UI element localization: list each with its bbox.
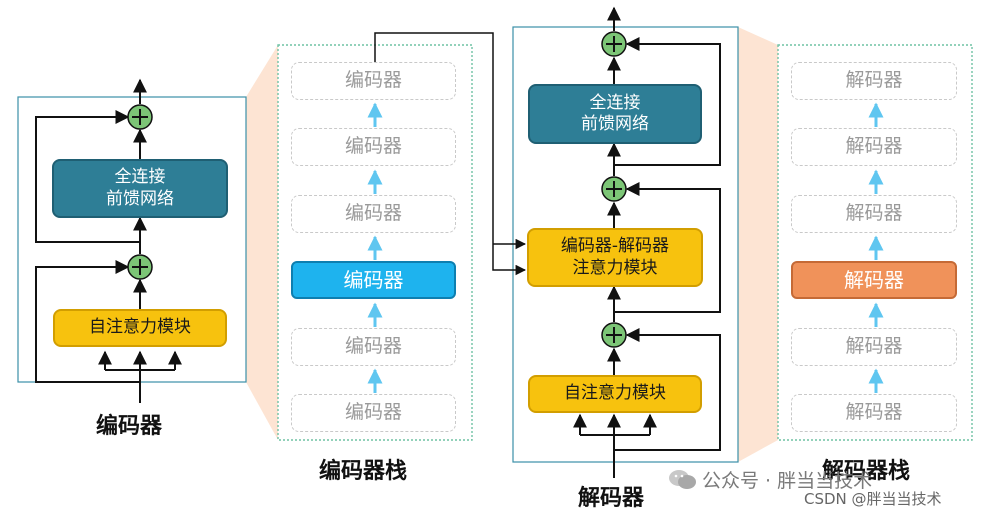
decoder-stack-block-4-label: 解码器 (845, 202, 903, 225)
encoder-block-caption: 编码器 (96, 414, 163, 439)
encoder-add-node-upper (127, 104, 153, 130)
encoder-stack-block-6-label: 编码器 (344, 69, 402, 92)
encoder-ffn-line-2: 前馈网络 (106, 188, 174, 209)
decoder-stack-block-1: 解码器 (791, 394, 957, 432)
encoder-ffn-node: 全连接 前馈网络 (52, 159, 228, 218)
decoder-ffn-line-2: 前馈网络 (581, 114, 649, 134)
decoder-stack-block-5-label: 解码器 (845, 135, 903, 158)
encoder-block-connectors (35, 78, 182, 403)
encoder-stack-block-1-label: 编码器 (344, 401, 402, 424)
encoder-add-node-lower (127, 254, 153, 280)
encoder-zoom-cone (246, 45, 278, 440)
encoder-stack-block-5: 编码器 (291, 128, 456, 166)
encoder-stack-block-4-label: 编码器 (344, 202, 402, 225)
decoder-stack-block-2: 解码器 (791, 328, 957, 366)
encoder-stack-caption: 编码器栈 (319, 459, 408, 484)
decoder-stack-block-3-label: 解码器 (844, 267, 904, 292)
encoder-stack-block-5-label: 编码器 (344, 135, 402, 158)
decoder-stack-block-highlighted: 解码器 (791, 261, 957, 299)
decoder-self-attention-node: 自注意力模块 (528, 375, 702, 413)
watermark-line-2: CSDN @胖当当技术 (804, 490, 942, 508)
encoder-stack-block-6: 编码器 (291, 62, 456, 100)
decoder-stack-block-6-label: 解码器 (845, 69, 903, 92)
decoder-self-attention-label: 自注意力模块 (564, 383, 666, 404)
decoder-add-node-lower (601, 322, 627, 348)
decoder-stack-caption: 解码器栈 (822, 459, 911, 484)
encoder-stack-block-highlighted: 编码器 (291, 261, 456, 299)
decoder-stack-block-4: 解码器 (791, 195, 957, 233)
watermark-line-1: 公众号 · 胖当当技术 (702, 470, 873, 492)
decoder-cross-attention-line-2: 注意力模块 (572, 257, 658, 278)
encoder-stack-block-4: 编码器 (291, 195, 456, 233)
encoder-stack-block-1: 编码器 (291, 394, 456, 432)
decoder-add-node-middle (601, 176, 627, 202)
decoder-cross-attention-line-1: 编码器-解码器 (560, 236, 670, 257)
decoder-add-node-upper (601, 31, 627, 57)
decoder-stack-block-1-label: 解码器 (845, 401, 903, 424)
decoder-stack-block-5: 解码器 (791, 128, 957, 166)
encoder-stack-block-2: 编码器 (291, 328, 456, 366)
decoder-zoom-cone (738, 27, 778, 462)
decoder-stack-block-2-label: 解码器 (845, 335, 903, 358)
encoder-stack-block-2-label: 编码器 (344, 335, 402, 358)
decoder-stack-block-6: 解码器 (791, 62, 957, 100)
encoder-self-attention-label: 自注意力模块 (89, 317, 191, 338)
decoder-cross-attention-node: 编码器-解码器 注意力模块 (527, 228, 703, 287)
encoder-self-attention-node: 自注意力模块 (53, 309, 227, 347)
decoder-ffn-node: 全连接 前馈网络 (528, 84, 702, 144)
decoder-ffn-line-1: 全连接 (589, 92, 641, 113)
encoder-ffn-line-1: 全连接 (114, 167, 166, 188)
encoder-to-decoder-connector (374, 32, 527, 276)
wechat-icon (669, 470, 696, 489)
decoder-block-caption: 解码器 (578, 486, 645, 511)
decoder-block-connectors (573, 6, 721, 478)
encoder-stack-block-3-label: 编码器 (343, 267, 404, 292)
